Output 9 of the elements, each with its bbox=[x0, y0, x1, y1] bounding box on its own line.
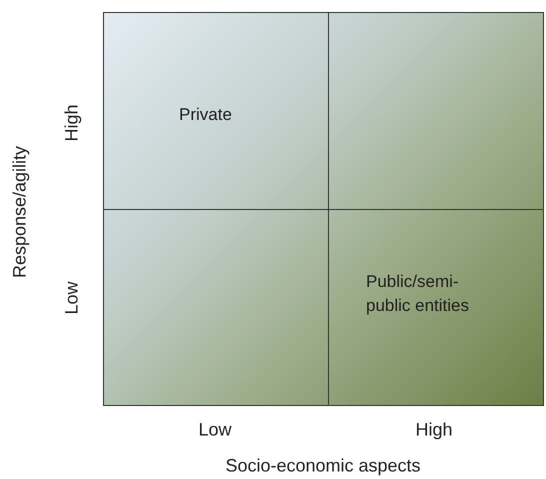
axis-title: Socio-economic aspects bbox=[225, 456, 421, 476]
quadrant bbox=[328, 209, 543, 405]
axis-title: Response/agility bbox=[10, 146, 30, 278]
axis-tick-label: Low bbox=[62, 281, 82, 315]
quadrant-label: Private bbox=[179, 104, 232, 126]
axis-tick-label: Low bbox=[198, 420, 232, 440]
axis-tick-label: High bbox=[415, 420, 453, 440]
quadrant-label: Public/semi-public entities bbox=[366, 271, 470, 317]
axis-tick-label: High bbox=[62, 104, 82, 142]
